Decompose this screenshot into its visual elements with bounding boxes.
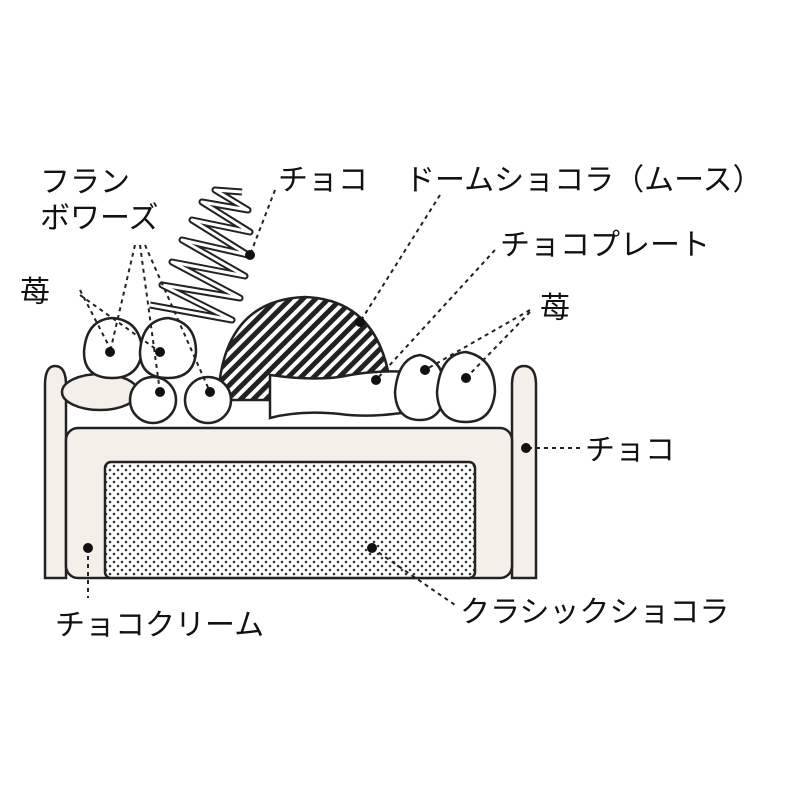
chocolate-curl <box>60 372 140 412</box>
raspberry <box>128 375 178 425</box>
label-choco-side: チョコ <box>585 433 675 468</box>
strawberry <box>435 350 497 424</box>
label-plate: チョコプレート <box>500 228 710 263</box>
label-strawberry-left: 苺 <box>20 275 50 310</box>
label-dome: ドームショコラ（ムース） <box>405 163 763 198</box>
label-framboise-1: フラン <box>40 165 130 200</box>
leader-lines <box>79 189 580 606</box>
chocolate-plate <box>268 370 410 420</box>
label-strawberry-right: 苺 <box>540 291 570 326</box>
chocolate-spiral <box>149 186 254 324</box>
label-choco-top: チョコ <box>278 163 368 198</box>
right-chocolate-side <box>510 364 538 580</box>
raspberry <box>183 375 233 425</box>
left-chocolate-side <box>43 364 68 580</box>
label-framboise-2: ボワーズ <box>40 201 159 236</box>
label-classic-chocolat: クラシックショコラ <box>460 595 729 630</box>
strawberry <box>138 316 198 380</box>
classic-chocolat-layer <box>103 460 477 580</box>
leader-dots <box>83 250 531 553</box>
label-choco-cream: チョコクリーム <box>55 608 264 643</box>
